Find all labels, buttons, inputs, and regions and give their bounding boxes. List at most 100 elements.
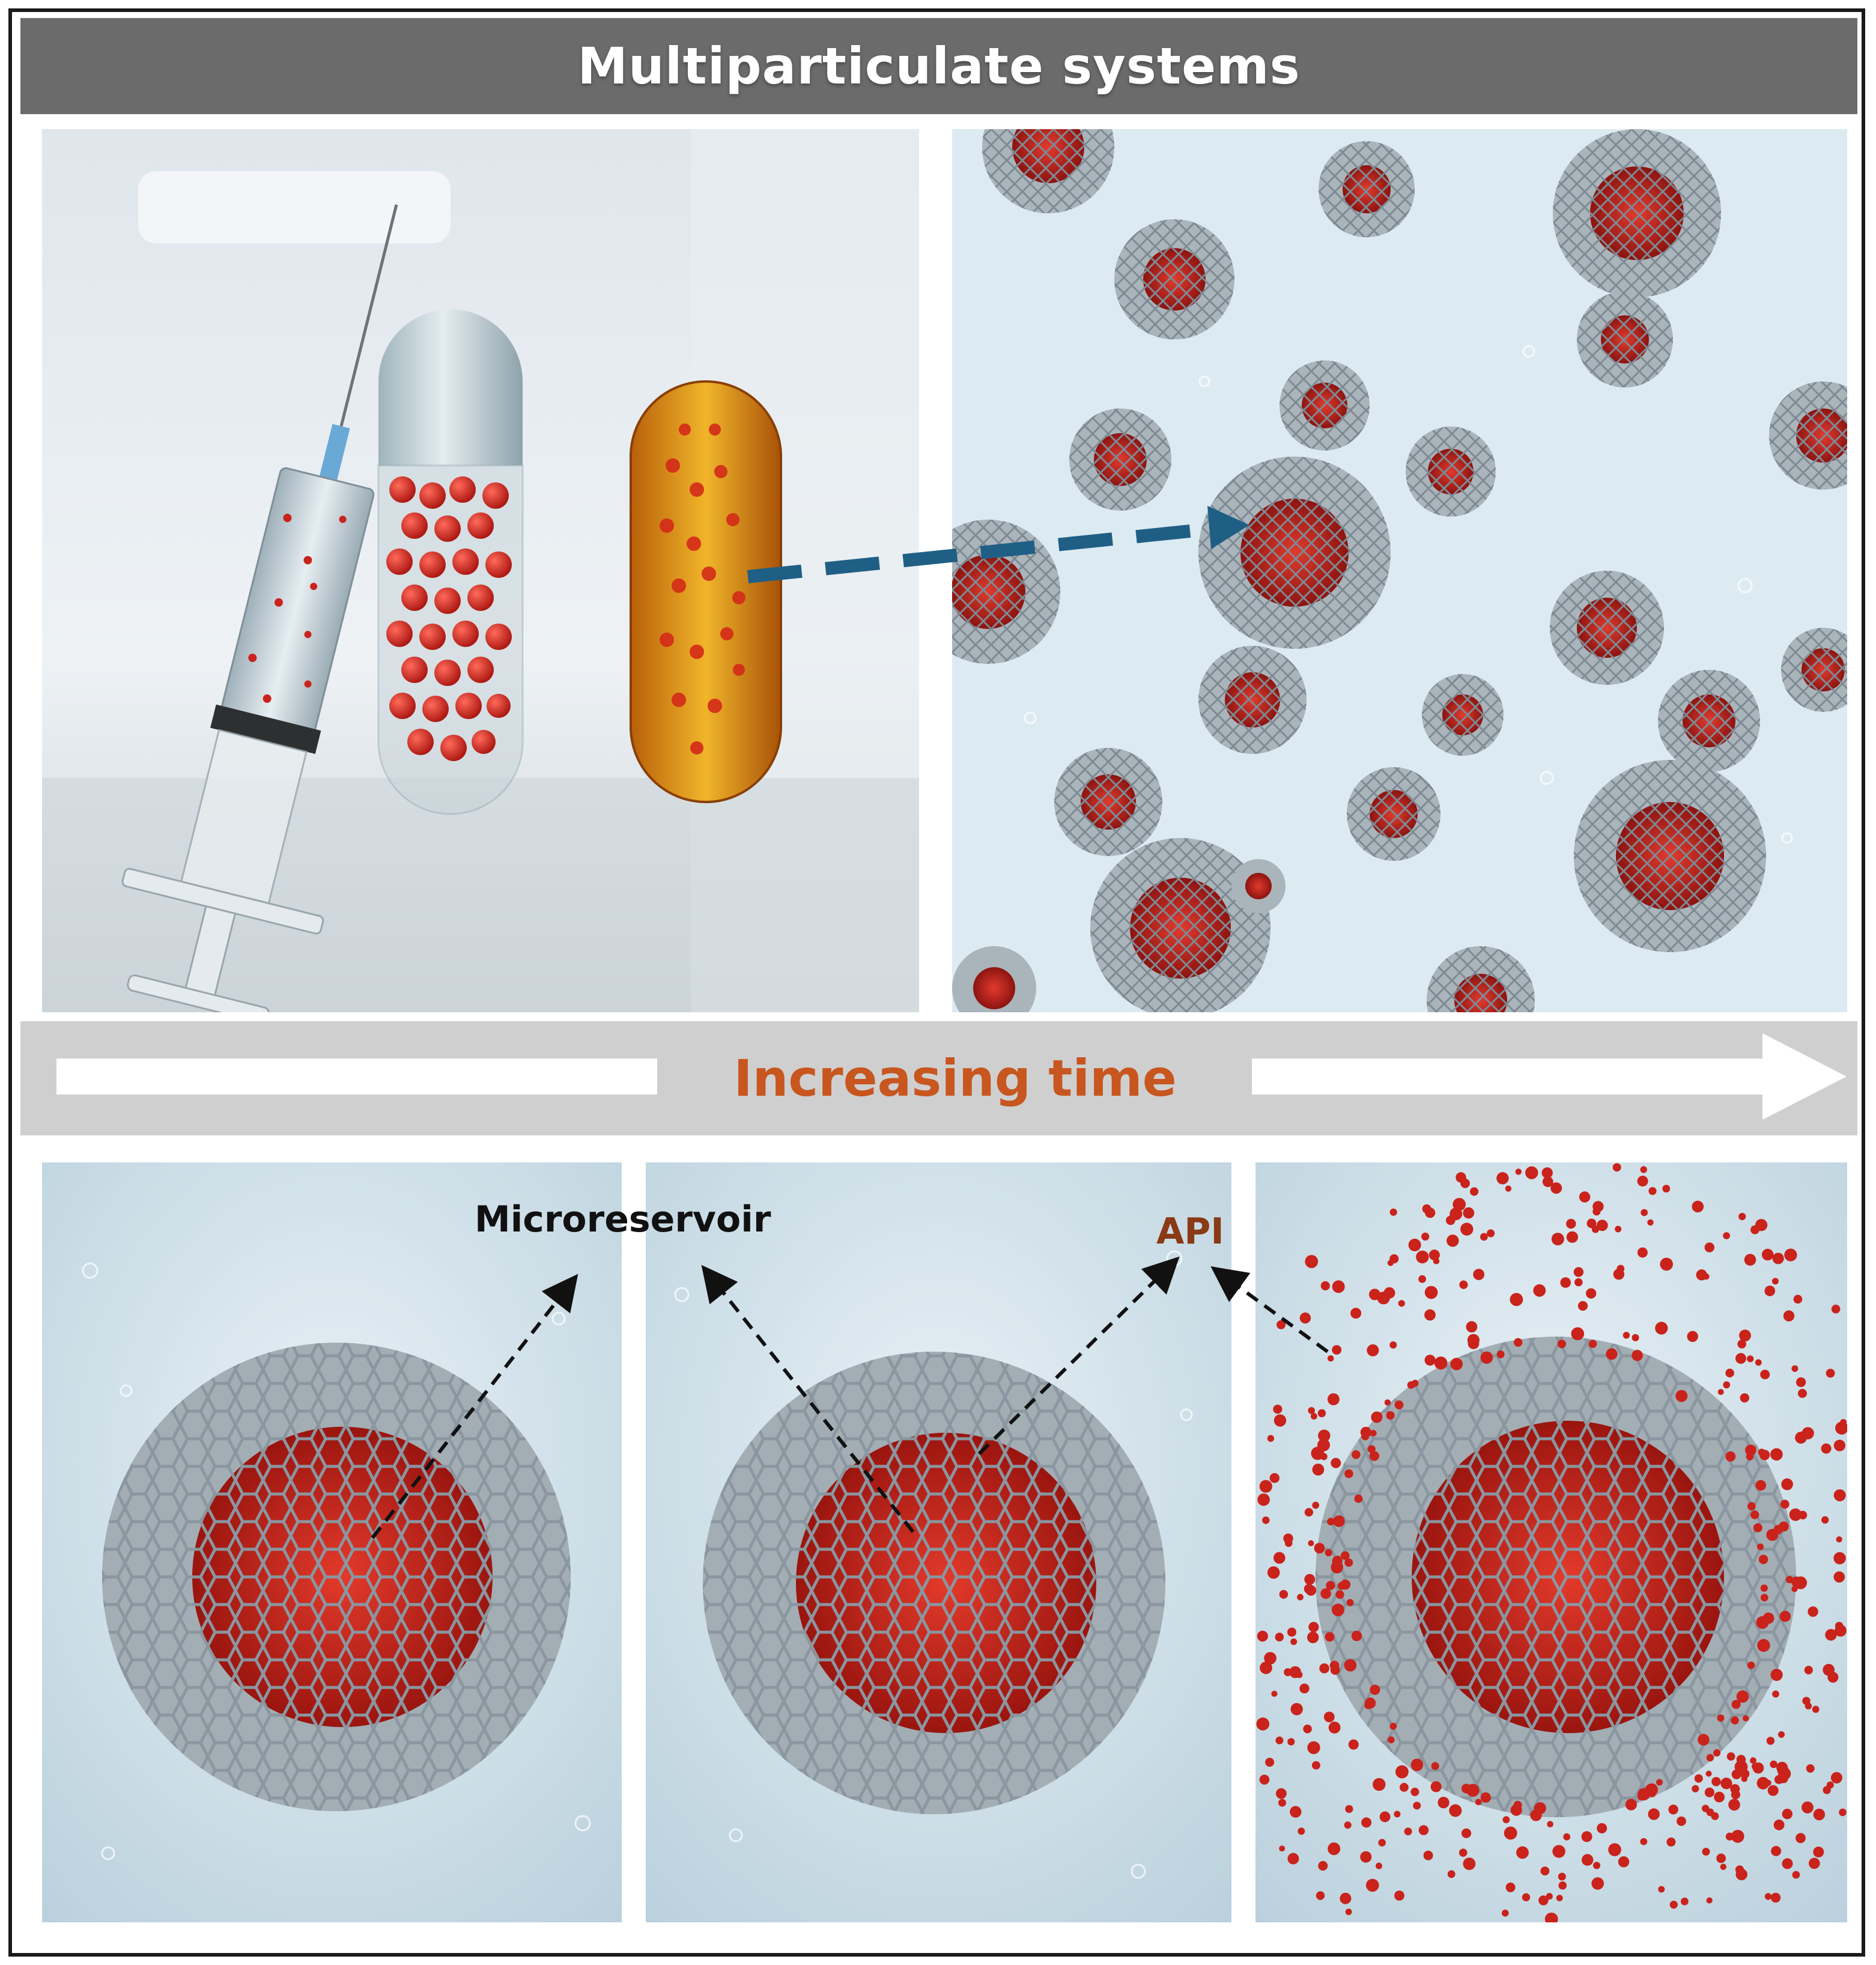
api-particle <box>1809 1857 1820 1869</box>
api-particle <box>1785 1576 1793 1584</box>
api-particle <box>1459 1848 1468 1857</box>
api-particle <box>1386 1411 1395 1420</box>
api-particle <box>1514 1338 1523 1347</box>
api-particle <box>1317 1409 1326 1418</box>
api-particle <box>1424 1286 1438 1299</box>
api-particle <box>1332 1603 1344 1617</box>
api-particle <box>1395 1765 1409 1779</box>
api-particle <box>1460 1222 1474 1236</box>
api-particle <box>1297 1594 1304 1601</box>
api-particle <box>1662 1185 1671 1193</box>
api-particle <box>1725 1451 1736 1462</box>
api-particle <box>1637 1793 1645 1800</box>
api-particle <box>1480 1233 1488 1241</box>
api-particle <box>1394 1811 1401 1818</box>
api-particle <box>1713 1749 1721 1757</box>
api-particle <box>1400 1782 1409 1792</box>
api-particle <box>1350 1308 1362 1319</box>
api-particle <box>1299 1312 1311 1324</box>
api-particle <box>1772 1690 1779 1698</box>
api-label: API <box>1156 1210 1224 1253</box>
api-particle <box>1563 1833 1571 1841</box>
api-particle <box>1756 1776 1770 1790</box>
api-particle <box>1655 1322 1668 1335</box>
api-particle <box>1757 1639 1770 1652</box>
api-particle <box>1361 1817 1372 1828</box>
api-particle <box>1351 1630 1362 1641</box>
api-particle <box>1345 1805 1353 1813</box>
api-particle <box>1307 1632 1319 1644</box>
api-particle <box>1556 1895 1563 1901</box>
api-particle <box>1758 1555 1768 1564</box>
api-particle <box>1459 1280 1468 1289</box>
title-bar: Multiparticulate systems <box>20 18 1857 114</box>
api-particle <box>1328 1721 1341 1734</box>
api-particle <box>1771 1845 1782 1856</box>
api-particle <box>1821 1443 1832 1454</box>
api-particle <box>1747 1661 1755 1669</box>
api-particle <box>1648 1187 1657 1195</box>
api-particle <box>1640 1838 1648 1845</box>
api-particle <box>1753 1523 1762 1532</box>
api-particle <box>1783 1310 1795 1322</box>
api-particle <box>1369 1451 1379 1461</box>
api-particle <box>1496 1350 1505 1358</box>
api-particle <box>1813 1846 1824 1857</box>
api-particle <box>1410 1758 1424 1772</box>
api-particle <box>1552 1845 1565 1858</box>
api-particle <box>1793 1295 1803 1304</box>
api-particle <box>1714 1791 1725 1803</box>
api-particle <box>1720 1778 1732 1790</box>
api-particle <box>1480 1351 1493 1364</box>
api-particle <box>1736 1690 1749 1703</box>
api-particle <box>1632 1350 1643 1361</box>
api-particle <box>1265 1758 1275 1767</box>
api-particle <box>1782 1858 1793 1869</box>
api-particle <box>1717 1714 1725 1722</box>
api-particle <box>1777 1764 1789 1776</box>
api-particle <box>1480 1792 1491 1803</box>
api-particle <box>1743 1715 1749 1722</box>
api-particle <box>1449 1804 1462 1817</box>
api-particle <box>1502 1816 1510 1824</box>
api-particle <box>1784 1248 1797 1262</box>
api-particle <box>1344 1821 1352 1829</box>
api-particle <box>1327 1517 1335 1526</box>
api-particle <box>1770 1760 1777 1769</box>
api-particle <box>1394 1400 1404 1409</box>
api-particle <box>1771 1278 1779 1285</box>
microsphere-icon <box>952 129 1847 1012</box>
api-particle <box>1332 1345 1342 1355</box>
api-particle <box>1461 1784 1471 1794</box>
api-particle <box>1551 1233 1564 1246</box>
api-particle <box>1839 1808 1847 1817</box>
api-particle <box>1791 1365 1799 1372</box>
api-particle <box>1760 1370 1770 1379</box>
api-particle <box>1259 1480 1272 1493</box>
api-particle <box>1316 1891 1325 1900</box>
api-particle <box>1404 1827 1412 1836</box>
api-particle <box>1612 1163 1621 1172</box>
api-particle <box>1275 1632 1284 1642</box>
api-particle <box>1473 1269 1485 1280</box>
api-particle <box>1692 1785 1699 1793</box>
api-particle <box>1318 1429 1331 1442</box>
api-particle <box>1592 1207 1601 1216</box>
api-particle <box>1780 1499 1789 1509</box>
api-particle <box>1571 1327 1585 1340</box>
api-particle <box>1418 1825 1429 1835</box>
api-particle <box>1728 1799 1740 1811</box>
api-particle <box>1668 1805 1678 1815</box>
api-particle <box>1731 1830 1744 1843</box>
api-particle <box>1725 1832 1734 1841</box>
api-particle <box>1538 1895 1549 1906</box>
api-particle <box>1450 1358 1463 1370</box>
api-particle <box>1798 1389 1807 1398</box>
api-particle <box>1327 1393 1340 1406</box>
api-particle <box>1344 1469 1353 1478</box>
api-particle <box>1275 1736 1284 1745</box>
api-particle <box>1388 1736 1395 1743</box>
api-particle <box>1825 1629 1837 1641</box>
release-stage-2-panel <box>646 1162 1231 1922</box>
api-particle <box>1705 1770 1712 1777</box>
